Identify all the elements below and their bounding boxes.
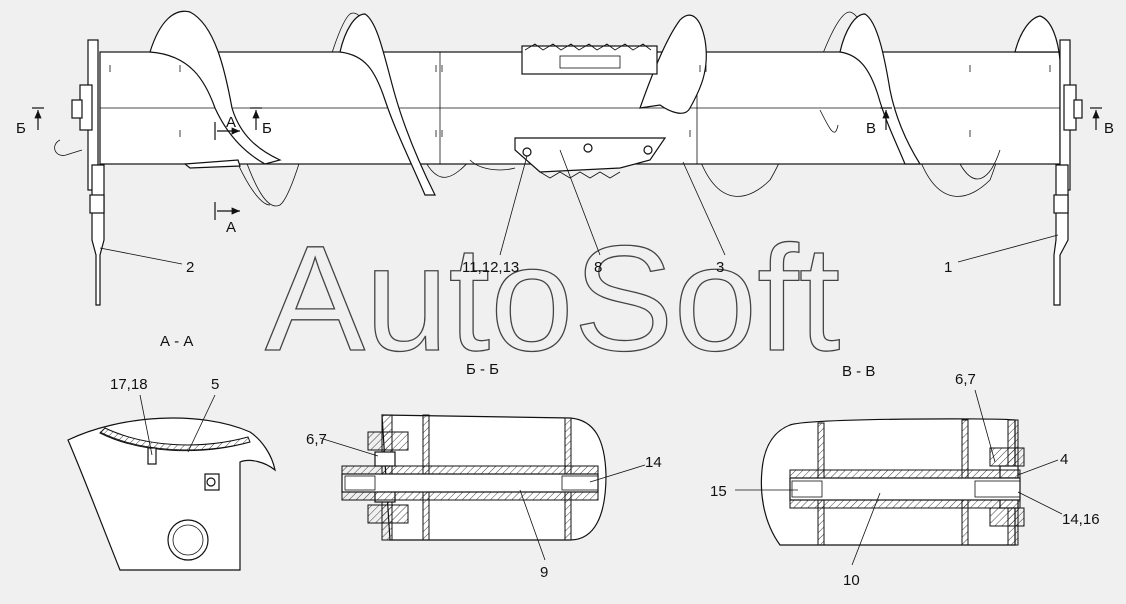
mark-a-bottom: А [226,219,236,236]
right-bracket-1 [1053,164,1069,306]
b-b-bolt-6 [374,451,396,467]
section-b-b: Б - Б 6,7 14 9 [306,361,662,581]
section-markers: Б А Б А В В [16,107,1114,236]
callout-10: 10 [843,572,860,589]
mark-b-mid: Б [262,120,272,137]
callout-9: 9 [540,564,548,581]
bolt-2 [583,143,593,153]
top-plate-window [559,55,621,69]
left-chain-hook [54,139,83,156]
watermark: AutoSoft [265,214,840,382]
top-plate-teeth [524,43,652,51]
main-callouts: 1 2 3 8 11,12,13 [99,149,1059,276]
section-v-v-title: В - В [842,363,875,380]
top-finger-plate [521,45,658,75]
v-v-shaft-wall-bottom [789,499,1021,509]
bolt-3 [643,145,653,155]
right-shaft-nut [1073,99,1083,119]
v-v-bearing-top [989,447,1025,467]
callout-4: 4 [1060,451,1068,468]
b-b-bearing-top [367,431,409,451]
left-shaft-nut [71,99,83,119]
callout-15: 15 [710,483,727,500]
b-b-plug-left [344,475,376,491]
callout-6-7-left: 6,7 [306,431,327,448]
b-b-plug-14 [561,475,599,491]
finger-plate-teeth [469,159,621,179]
bolt-1 [522,147,532,157]
callout-1: 1 [944,259,952,276]
v-v-plug-16 [974,480,1021,498]
flight-front-1 [149,10,282,165]
flight-edge-2 [819,109,839,133]
section-b-b-title: Б - Б [466,361,499,378]
flight-front-5 [1014,15,1061,61]
callout-5: 5 [211,376,219,393]
a-a-body [67,417,276,571]
v-v-shaft-wall-top [789,469,1021,479]
finger-plate-8 [514,137,667,173]
a-a-port-outer [167,519,209,561]
section-a-a-title: А - А [160,333,193,350]
flight-front-2 [339,13,436,196]
lower-window-plate [183,159,241,169]
callout-3: 3 [716,259,724,276]
a-a-stud-hole [206,477,216,487]
left-bracket-2 [91,164,105,306]
section-v-v: В - В 6,7 4 15 14,16 10 [710,363,1100,589]
callout-14-16: 14,16 [1062,511,1100,528]
right-bracket-block [1053,194,1069,214]
flight-edge-3 [959,149,1001,180]
flight-edge-1 [237,163,271,206]
mark-a-top: А [226,114,236,131]
a-a-bolt-17 [147,447,157,465]
v-v-plug-15 [791,480,823,498]
tube-slots [109,65,1051,137]
flight-front-4 [839,13,922,165]
callout-14: 14 [645,454,662,471]
callout-2: 2 [186,259,194,276]
b-b-bearing-bottom [367,504,409,524]
section-a-a: А - А 17,18 5 [67,333,276,571]
b-b-shaft-wall-top [341,465,599,475]
mark-v-mid: В [866,120,876,137]
mark-v-right: В [1104,120,1114,137]
flight-front-3 [639,14,707,114]
v-v-bearing-bottom [989,507,1025,527]
callout-17-18: 17,18 [110,376,148,393]
left-bracket-block [89,194,105,214]
a-a-port-inner [172,524,204,556]
callout-8: 8 [594,259,602,276]
callout-11-12-13: 11,12,13 [462,259,519,276]
b-b-shaft-wall-bottom [341,491,599,501]
mark-b-left: Б [16,120,26,137]
b-b-shaft-9 [341,473,599,493]
callout-6-7-right: 6,7 [955,371,976,388]
